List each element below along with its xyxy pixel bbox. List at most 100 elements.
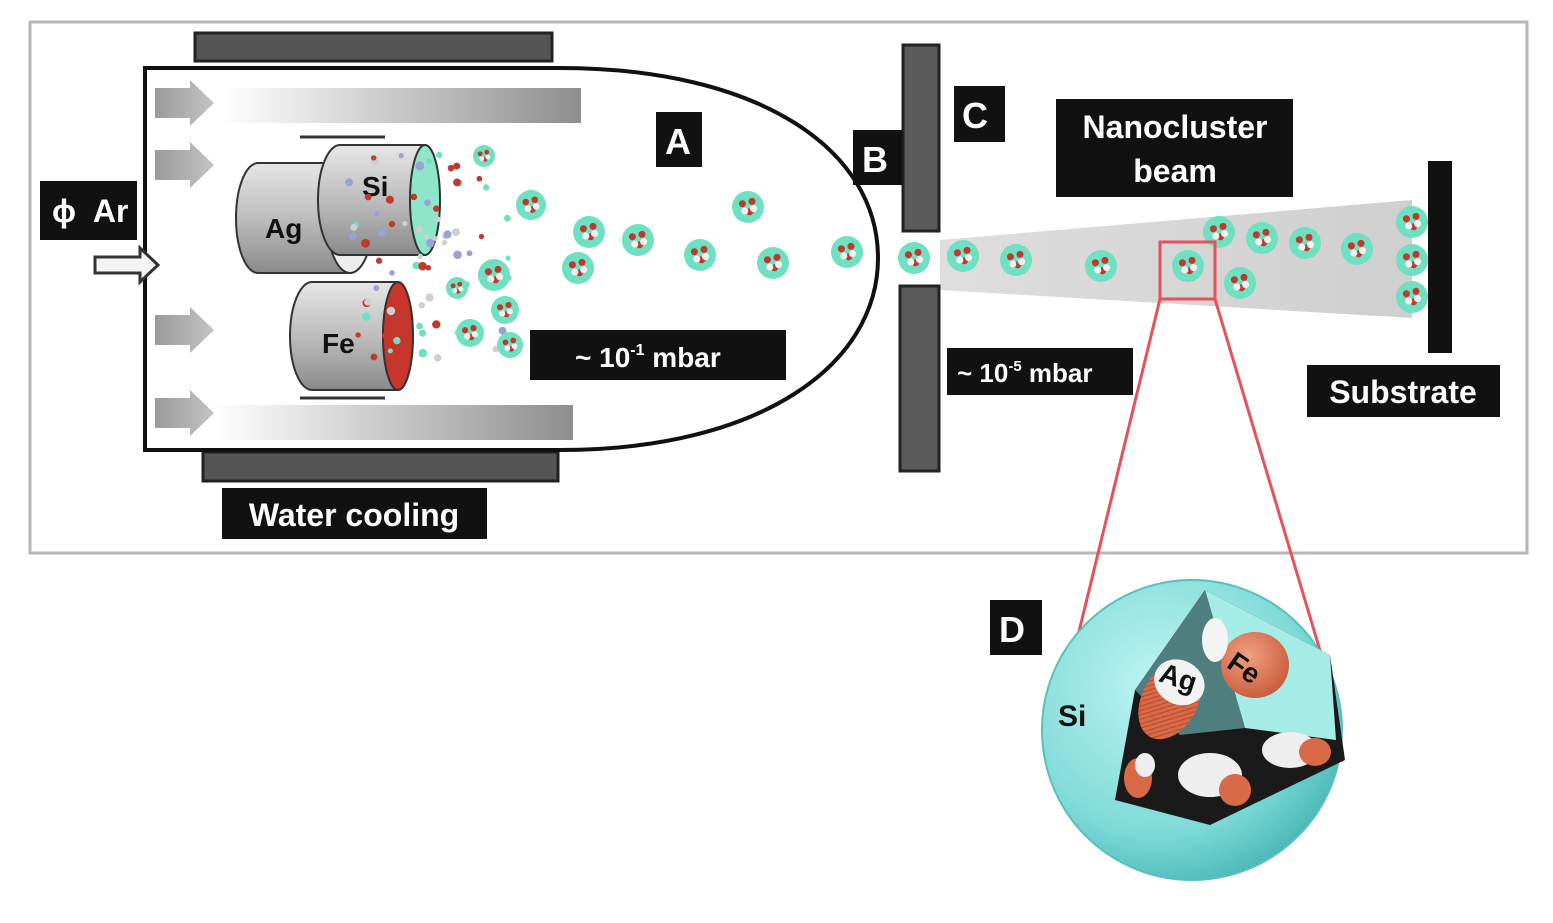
sputtered-atom [443,230,452,239]
sputtered-atom [418,348,428,358]
nanocluster [1396,206,1428,238]
sputtered-atom [418,329,427,337]
label-a-box [656,112,702,167]
sputtered-atom [370,353,378,361]
sputtered-atom [482,184,490,191]
sputtered-atom [345,178,354,187]
sputtered-atom [453,250,462,260]
label-d: D [999,609,1025,650]
sputtered-atoms [345,151,512,362]
nanocluster [757,247,789,279]
sputtered-atom [375,257,383,264]
nanocluster [1172,250,1204,282]
sputtered-atom [373,285,380,292]
sputtered-atom [424,199,431,206]
cooling-bar-bottom [201,450,560,483]
sputtered-atom [432,235,438,242]
sputtered-atom [415,161,425,171]
sputtered-atom [435,216,441,223]
sputtered-atom [423,234,429,240]
sputtered-atom [389,270,395,276]
beam-clusters [898,206,1428,313]
nanocluster [573,216,605,248]
nanocluster [622,224,654,256]
sputtered-atom [350,224,358,231]
nanocluster [478,259,510,291]
sputtered-atom [425,157,433,164]
nanocluster [473,145,495,167]
sputtered-atom [386,306,396,316]
sputtered-atom [398,153,404,159]
cooling-bar-top [193,31,554,63]
ar-label-box [40,181,137,240]
nanocluster [491,296,519,324]
nanocluster [446,277,468,299]
sputtered-atom [418,301,425,309]
sputtered-atom [385,195,394,204]
nanocluster [831,236,863,268]
water-cooling-box [222,488,487,539]
skimmer-plate-bottom [898,284,941,473]
sputtered-atom [466,250,473,257]
sputtered-atom [361,238,370,248]
label-a: A [665,121,691,162]
skimmer-plate-top [901,43,941,233]
sputtered-atom [382,332,390,340]
flow-bar-bottom [216,405,573,440]
nanocluster [1341,233,1373,265]
nanocluster [497,332,523,358]
nanocluster [684,239,716,271]
nanocluster [898,242,930,274]
label-b: B [862,139,888,180]
sputtered-atom [425,293,434,302]
beam-label-box [1056,99,1293,197]
ar-flow-symbol: ϕ [52,193,76,229]
label-c: C [962,95,988,136]
nanocluster [1396,244,1428,276]
si-target: Si [300,135,441,256]
label-d-box [990,600,1042,655]
water-cooling-label: Water cooling [249,497,459,533]
sputtered-atom [349,232,357,241]
sputtered-atom [441,239,448,246]
sputtered-atom [402,220,408,227]
sputtered-atom [374,211,380,217]
pressure-1-box [530,330,786,380]
chamber-clusters [446,145,863,358]
nanocluster [1085,250,1117,282]
label-c-box [954,86,1005,142]
substrate-label-box [1307,365,1500,417]
sputtered-atom [432,320,441,329]
sputtered-atom [410,193,418,201]
sputtered-atom [425,265,432,271]
ag-label: Ag [265,213,302,244]
sputtered-atom [364,298,372,306]
flow-arrows [155,80,214,436]
nanocluster [456,319,484,347]
fe-label: Fe [322,328,355,359]
sputtered-atom [364,193,372,201]
nanocluster-inset: Si Ag Fe [1041,579,1345,881]
sputtered-atom [453,162,461,170]
nanocluster [1396,281,1428,313]
nanocluster [732,191,764,223]
ar-inlet-arrow [93,244,161,286]
sputtered-atom [361,312,371,321]
nanocluster [947,240,979,272]
sputtered-atom [417,253,424,259]
sputtered-atom [355,332,361,338]
sputtered-atom [433,354,442,362]
nanocluster [562,252,594,284]
sputtered-atom [412,261,421,270]
sputtered-atom [436,151,443,159]
sputtered-atom [478,233,485,240]
sputtered-atom [416,322,424,330]
sputtered-atom [393,336,401,345]
nanocluster [1289,227,1321,259]
sputtered-atom [433,205,440,212]
sputtered-atom [504,214,511,222]
sputtered-atom [371,155,377,161]
sputtered-atom [451,228,460,237]
sputtered-atom [498,326,507,335]
